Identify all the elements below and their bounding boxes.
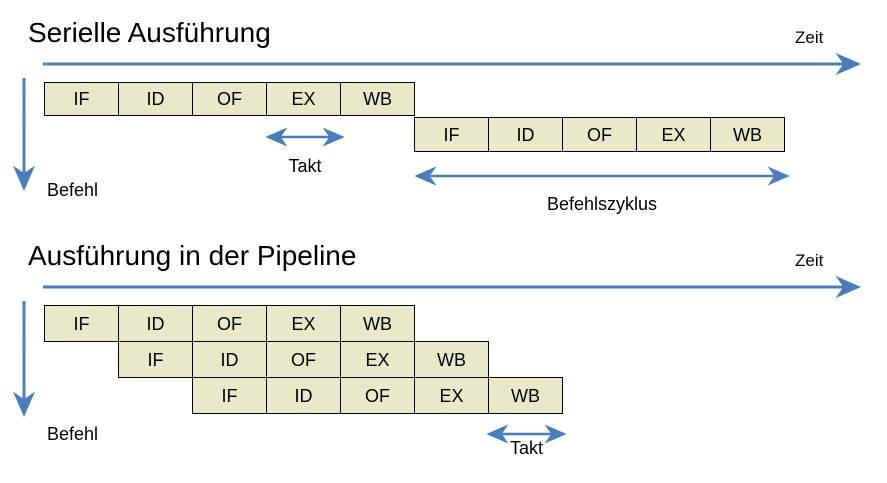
serial-befehlszyklus-label: Befehlszyklus <box>546 194 658 214</box>
pipeline-takt-label: Takt <box>509 438 543 458</box>
pipeline-row-2-stage-of: OF <box>266 341 341 378</box>
serial-row-2-stage-of: OF <box>562 117 637 152</box>
serial-takt-label: Takt <box>288 156 322 176</box>
serial-row-1-stage-if: IF <box>44 82 119 116</box>
pipeline-row-2-stage-wb: WB <box>414 341 489 378</box>
pipeline-row-2-stage-id: ID <box>192 341 267 378</box>
pipeline-row-1-stage-id: ID <box>118 305 193 342</box>
serial-row-1-stage-ex: EX <box>266 82 341 116</box>
pipeline-row-1-stage-of: OF <box>192 305 267 342</box>
serial-row-2-stage-id: ID <box>488 117 563 152</box>
pipeline-row-3-stage-if: IF <box>192 377 267 414</box>
serial-row-2-stage-ex: EX <box>636 117 711 152</box>
pipeline-row-3-stage-ex: EX <box>414 377 489 414</box>
serial-row-2-stage-wb: WB <box>710 117 785 152</box>
pipeline-row-2-stage-if: IF <box>118 341 193 378</box>
pipeline-time-axis-label: Zeit <box>795 251 824 270</box>
pipeline-instruction-axis-label: Befehl <box>47 424 99 444</box>
pipeline-row-3-stage-id: ID <box>266 377 341 414</box>
pipeline-section-title: Ausführung in der Pipeline <box>28 240 357 271</box>
pipeline-row-1-stage-wb: WB <box>340 305 415 342</box>
pipeline-row-1-stage-if: IF <box>44 305 119 342</box>
serial-row-1-stage-id: ID <box>118 82 193 116</box>
pipeline-row-2-stage-ex: EX <box>340 341 415 378</box>
pipeline-row-3-stage-wb: WB <box>488 377 563 414</box>
pipeline-row-1-stage-ex: EX <box>266 305 341 342</box>
pipeline-row-3-stage-of: OF <box>340 377 415 414</box>
serial-instruction-axis-label: Befehl <box>47 180 99 200</box>
serial-row-1-stage-of: OF <box>192 82 267 116</box>
serial-row-1-stage-wb: WB <box>340 82 415 116</box>
serial-row-2-stage-if: IF <box>414 117 489 152</box>
serial-section-title: Serielle Ausführung <box>28 17 271 48</box>
serial-time-axis-label: Zeit <box>795 28 824 47</box>
